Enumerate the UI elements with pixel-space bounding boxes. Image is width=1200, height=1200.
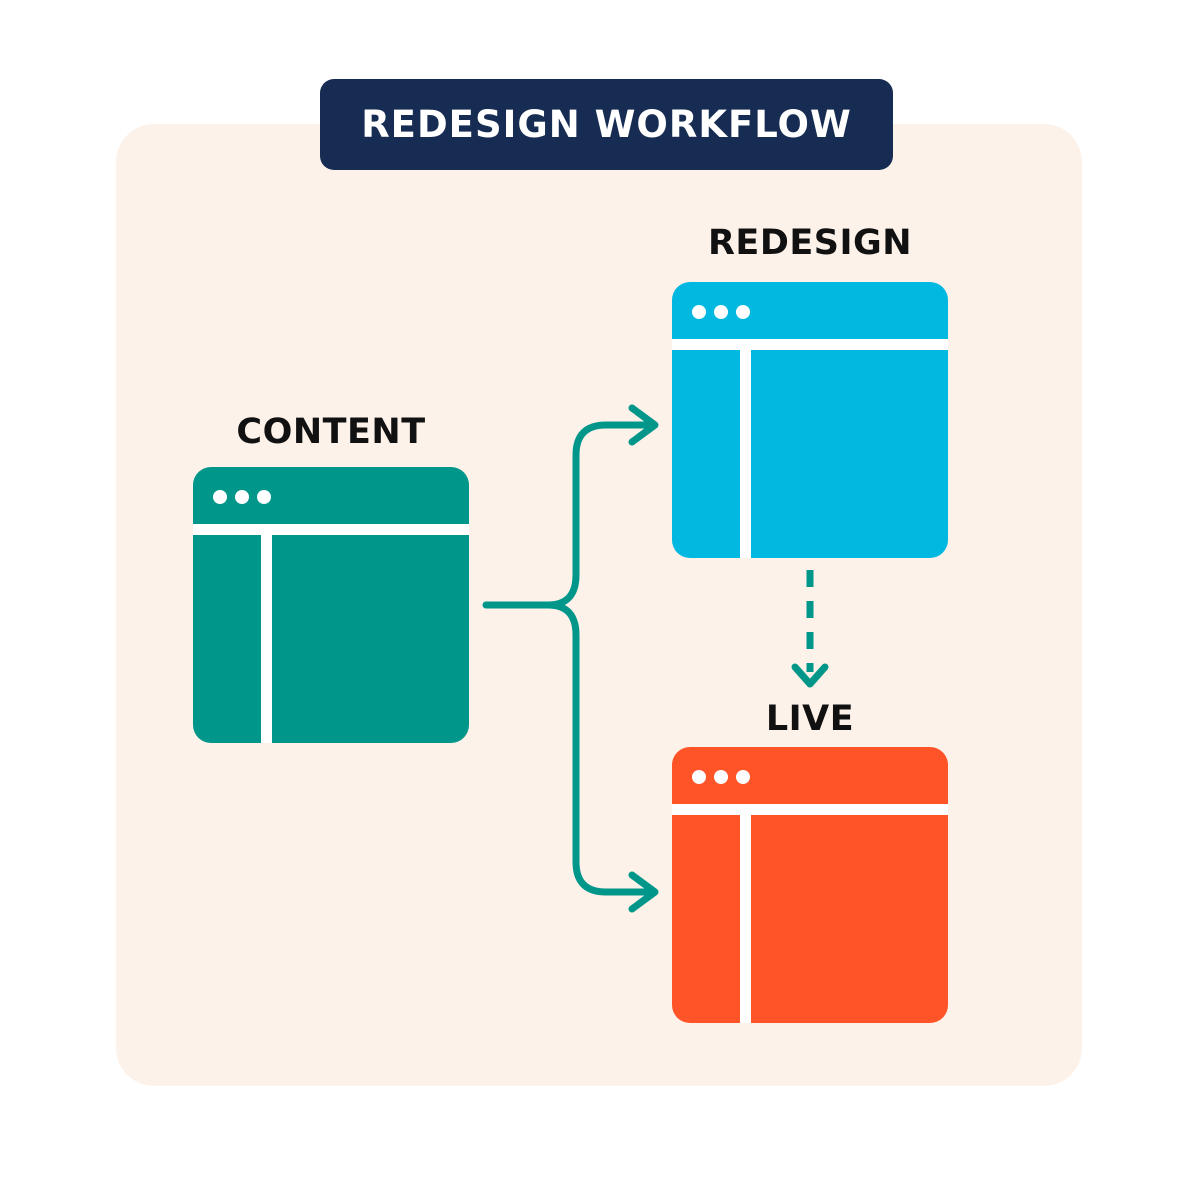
node-window-content xyxy=(193,467,469,743)
node-window-live xyxy=(672,747,948,1023)
node-label-redesign: REDESIGN xyxy=(707,223,913,263)
window-dot xyxy=(692,305,706,319)
window-dot xyxy=(736,770,750,784)
diagram-title: REDESIGN WORKFLOW xyxy=(320,79,893,170)
window-dot xyxy=(235,490,249,504)
window-dot xyxy=(213,490,227,504)
node-window-redesign xyxy=(672,282,948,558)
window-dot xyxy=(257,490,271,504)
connector-content-to-redesign xyxy=(482,421,656,609)
node-label-live: LIVE xyxy=(765,699,855,739)
window-titlebar-divider xyxy=(193,524,469,535)
window-dot xyxy=(714,305,728,319)
window-sidebar-divider xyxy=(261,535,272,743)
node-label-content: CONTENT xyxy=(236,412,426,452)
window-titlebar-divider xyxy=(672,339,948,350)
arrowhead-to-live xyxy=(628,871,659,913)
window-dots xyxy=(692,305,750,319)
window-sidebar-divider xyxy=(740,350,751,558)
window-dot xyxy=(736,305,750,319)
arrowhead-to-live-dashed xyxy=(791,663,829,688)
window-dots xyxy=(213,490,271,504)
window-titlebar-divider xyxy=(672,804,948,815)
connector-content-to-live xyxy=(544,601,656,896)
arrowhead-to-redesign xyxy=(628,404,659,446)
window-sidebar-divider xyxy=(740,815,751,1023)
window-dots xyxy=(692,770,750,784)
window-dot xyxy=(714,770,728,784)
window-dot xyxy=(692,770,706,784)
